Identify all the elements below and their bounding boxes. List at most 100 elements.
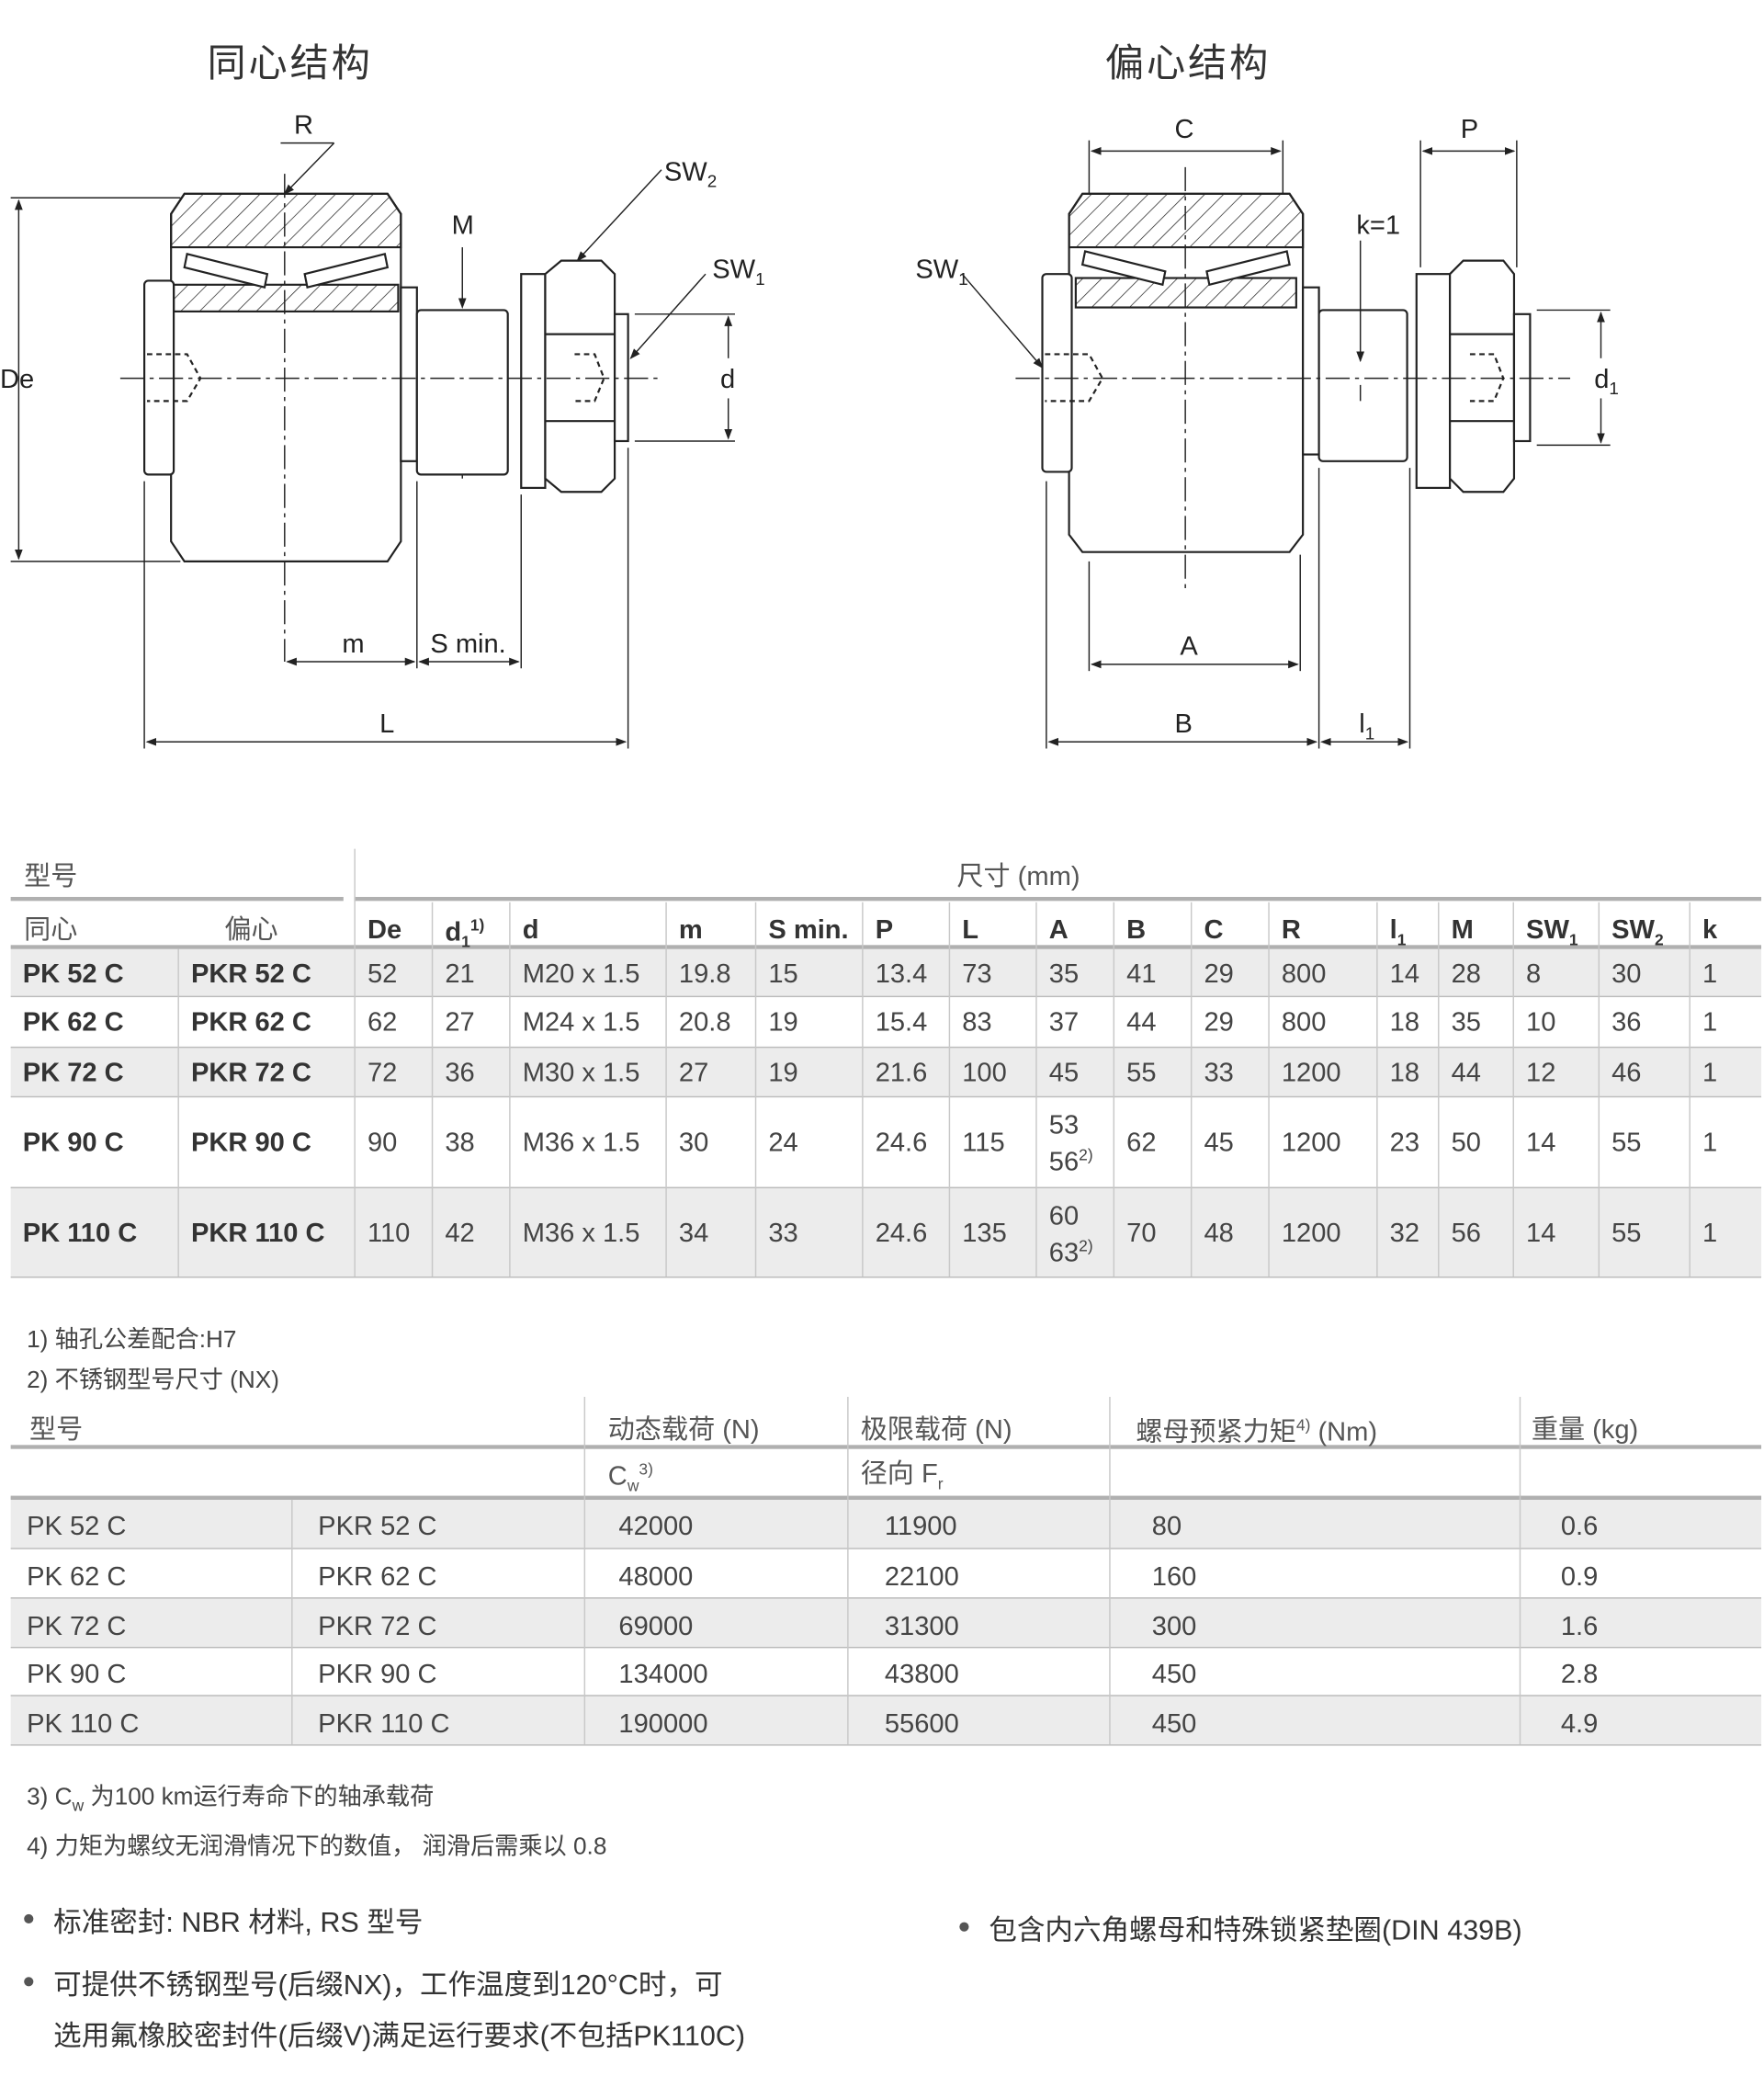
row-divider: [10, 1276, 1762, 1278]
col-divider: [754, 902, 757, 1277]
text-part: A: [1048, 915, 1069, 946]
cell-sw: 55: [1611, 1128, 1642, 1158]
text-part: m: [678, 915, 703, 946]
text-part: (Nm): [1310, 1417, 1378, 1447]
col-divider: [1512, 902, 1514, 1277]
cell-d: M36 x 1.5: [522, 1128, 640, 1158]
cell-c: 45: [1204, 1128, 1234, 1158]
col-divider: [1109, 1396, 1111, 1745]
model-concentric: PK 52 C: [22, 959, 124, 989]
model-concentric: PK 90 C: [22, 1128, 124, 1158]
text-part: d: [522, 915, 539, 946]
cell-sw: 14: [1526, 1218, 1556, 1248]
row-divider: [10, 1186, 1762, 1189]
dynamic-load: 69000: [618, 1611, 694, 1641]
cell-smin: 19: [768, 1058, 798, 1088]
cell-m: 34: [678, 1218, 709, 1248]
text-part: L: [962, 915, 979, 946]
model-eccentric: PKR 110 C: [190, 1218, 325, 1248]
cell-sw: 12: [1526, 1058, 1556, 1088]
col-divider: [177, 948, 179, 1277]
column-header-sw: SW1: [1526, 917, 1578, 947]
cell-r: 800: [1281, 1007, 1327, 1038]
text-part: 2): [1079, 1145, 1093, 1164]
bullet-nut-washer: 包含内六角螺母和特殊锁紧垫圈(DIN 439B): [959, 1909, 1522, 1949]
cell-m: 20.8: [678, 1007, 731, 1038]
cell-smin: 15: [768, 959, 798, 989]
cell-sw: 55: [1611, 1218, 1642, 1248]
row-divider: [10, 1046, 1762, 1049]
col-divider: [665, 902, 667, 1277]
model-concentric: PK 62 C: [27, 1561, 127, 1592]
nut-torque: 160: [1151, 1561, 1197, 1592]
cell-c: 33: [1204, 1058, 1234, 1088]
column-header-a: A: [1049, 917, 1069, 944]
cell-k: 1: [1702, 959, 1718, 989]
cell-c: 29: [1204, 1007, 1234, 1038]
text-part: SW: [1611, 915, 1655, 946]
model-concentric: PK 52 C: [27, 1512, 127, 1542]
cell-d: 27: [445, 1007, 475, 1038]
model-concentric: PK 72 C: [22, 1058, 124, 1088]
row-shading: [10, 1497, 1762, 1549]
technical-drawings: R M SW2 SW1 De d m S min. L: [0, 110, 1619, 749]
weight: 4.9: [1560, 1708, 1599, 1739]
text-part: k: [1702, 915, 1718, 946]
dimensions-header: 尺寸 (mm): [956, 862, 1080, 892]
cell-p: 15.4: [875, 1007, 928, 1038]
cell-smin: 19: [768, 1007, 798, 1038]
row-shading: [10, 1597, 1762, 1647]
footnote-4: 4) 力矩为螺纹无润滑情况下的数值， 润滑后需乘以 0.8: [27, 1832, 607, 1860]
cell-b: 44: [1126, 1007, 1157, 1038]
cell-p: 24.6: [875, 1128, 928, 1158]
model-eccentric: PKR 72 C: [318, 1611, 437, 1641]
col-divider: [509, 902, 511, 1277]
nut-torque: 80: [1151, 1512, 1182, 1542]
text-part: 动态载荷 (N): [607, 1415, 760, 1446]
cell-A: 53: [1048, 1110, 1080, 1140]
model-eccentric: PKR 90 C: [190, 1128, 311, 1158]
row-divider: [10, 1646, 1762, 1649]
cell-b: 62: [1126, 1128, 1157, 1158]
cell-a: 35: [1048, 959, 1080, 989]
cell-d: 36: [445, 1058, 475, 1088]
cell-r: 1200: [1281, 1058, 1341, 1088]
text-part: C: [607, 1461, 628, 1492]
column-header-b: B: [1126, 917, 1146, 944]
model-concentric: PK 110 C: [27, 1708, 140, 1739]
cell-d: 21: [445, 959, 475, 989]
load-column-subheader: 径向 Fr: [861, 1461, 944, 1492]
load-column-header: 螺母预紧力矩4) (Nm): [1136, 1417, 1377, 1446]
row-divider: [10, 1597, 1762, 1599]
cell-l: 135: [962, 1218, 1007, 1248]
column-header-de: De: [368, 917, 401, 944]
text-part: P: [875, 915, 894, 946]
cell-l: 18: [1389, 1007, 1420, 1038]
nut-torque: 300: [1151, 1611, 1197, 1641]
text-part: De: [367, 915, 402, 946]
column-header-p: P: [876, 917, 893, 944]
label-m: m: [342, 630, 364, 659]
text-part: 1): [469, 915, 485, 935]
cell-d: 38: [445, 1128, 475, 1158]
model-eccentric: PKR 62 C: [190, 1007, 311, 1038]
text-part: 径向 F: [860, 1459, 938, 1490]
text-part: SW: [1526, 915, 1569, 946]
label-M: M: [452, 211, 474, 241]
label-L: L: [379, 709, 394, 739]
col-divider: [1598, 902, 1600, 1277]
cell-m: 30: [678, 1128, 709, 1158]
text-part: 1: [461, 932, 470, 952]
cell-de: 90: [367, 1128, 398, 1158]
model-eccentric: PKR 72 C: [190, 1058, 311, 1088]
cell-m: 28: [1451, 959, 1481, 989]
column-header-k: k: [1702, 917, 1717, 944]
model-eccentric: PKR 90 C: [318, 1660, 437, 1690]
load-column-header: 极限载荷 (N): [861, 1417, 1012, 1444]
label-P: P: [1461, 115, 1478, 144]
limit-load: 11900: [884, 1512, 957, 1542]
text-part: 1: [1568, 930, 1578, 949]
eccentric-header: 偏心: [224, 915, 278, 946]
